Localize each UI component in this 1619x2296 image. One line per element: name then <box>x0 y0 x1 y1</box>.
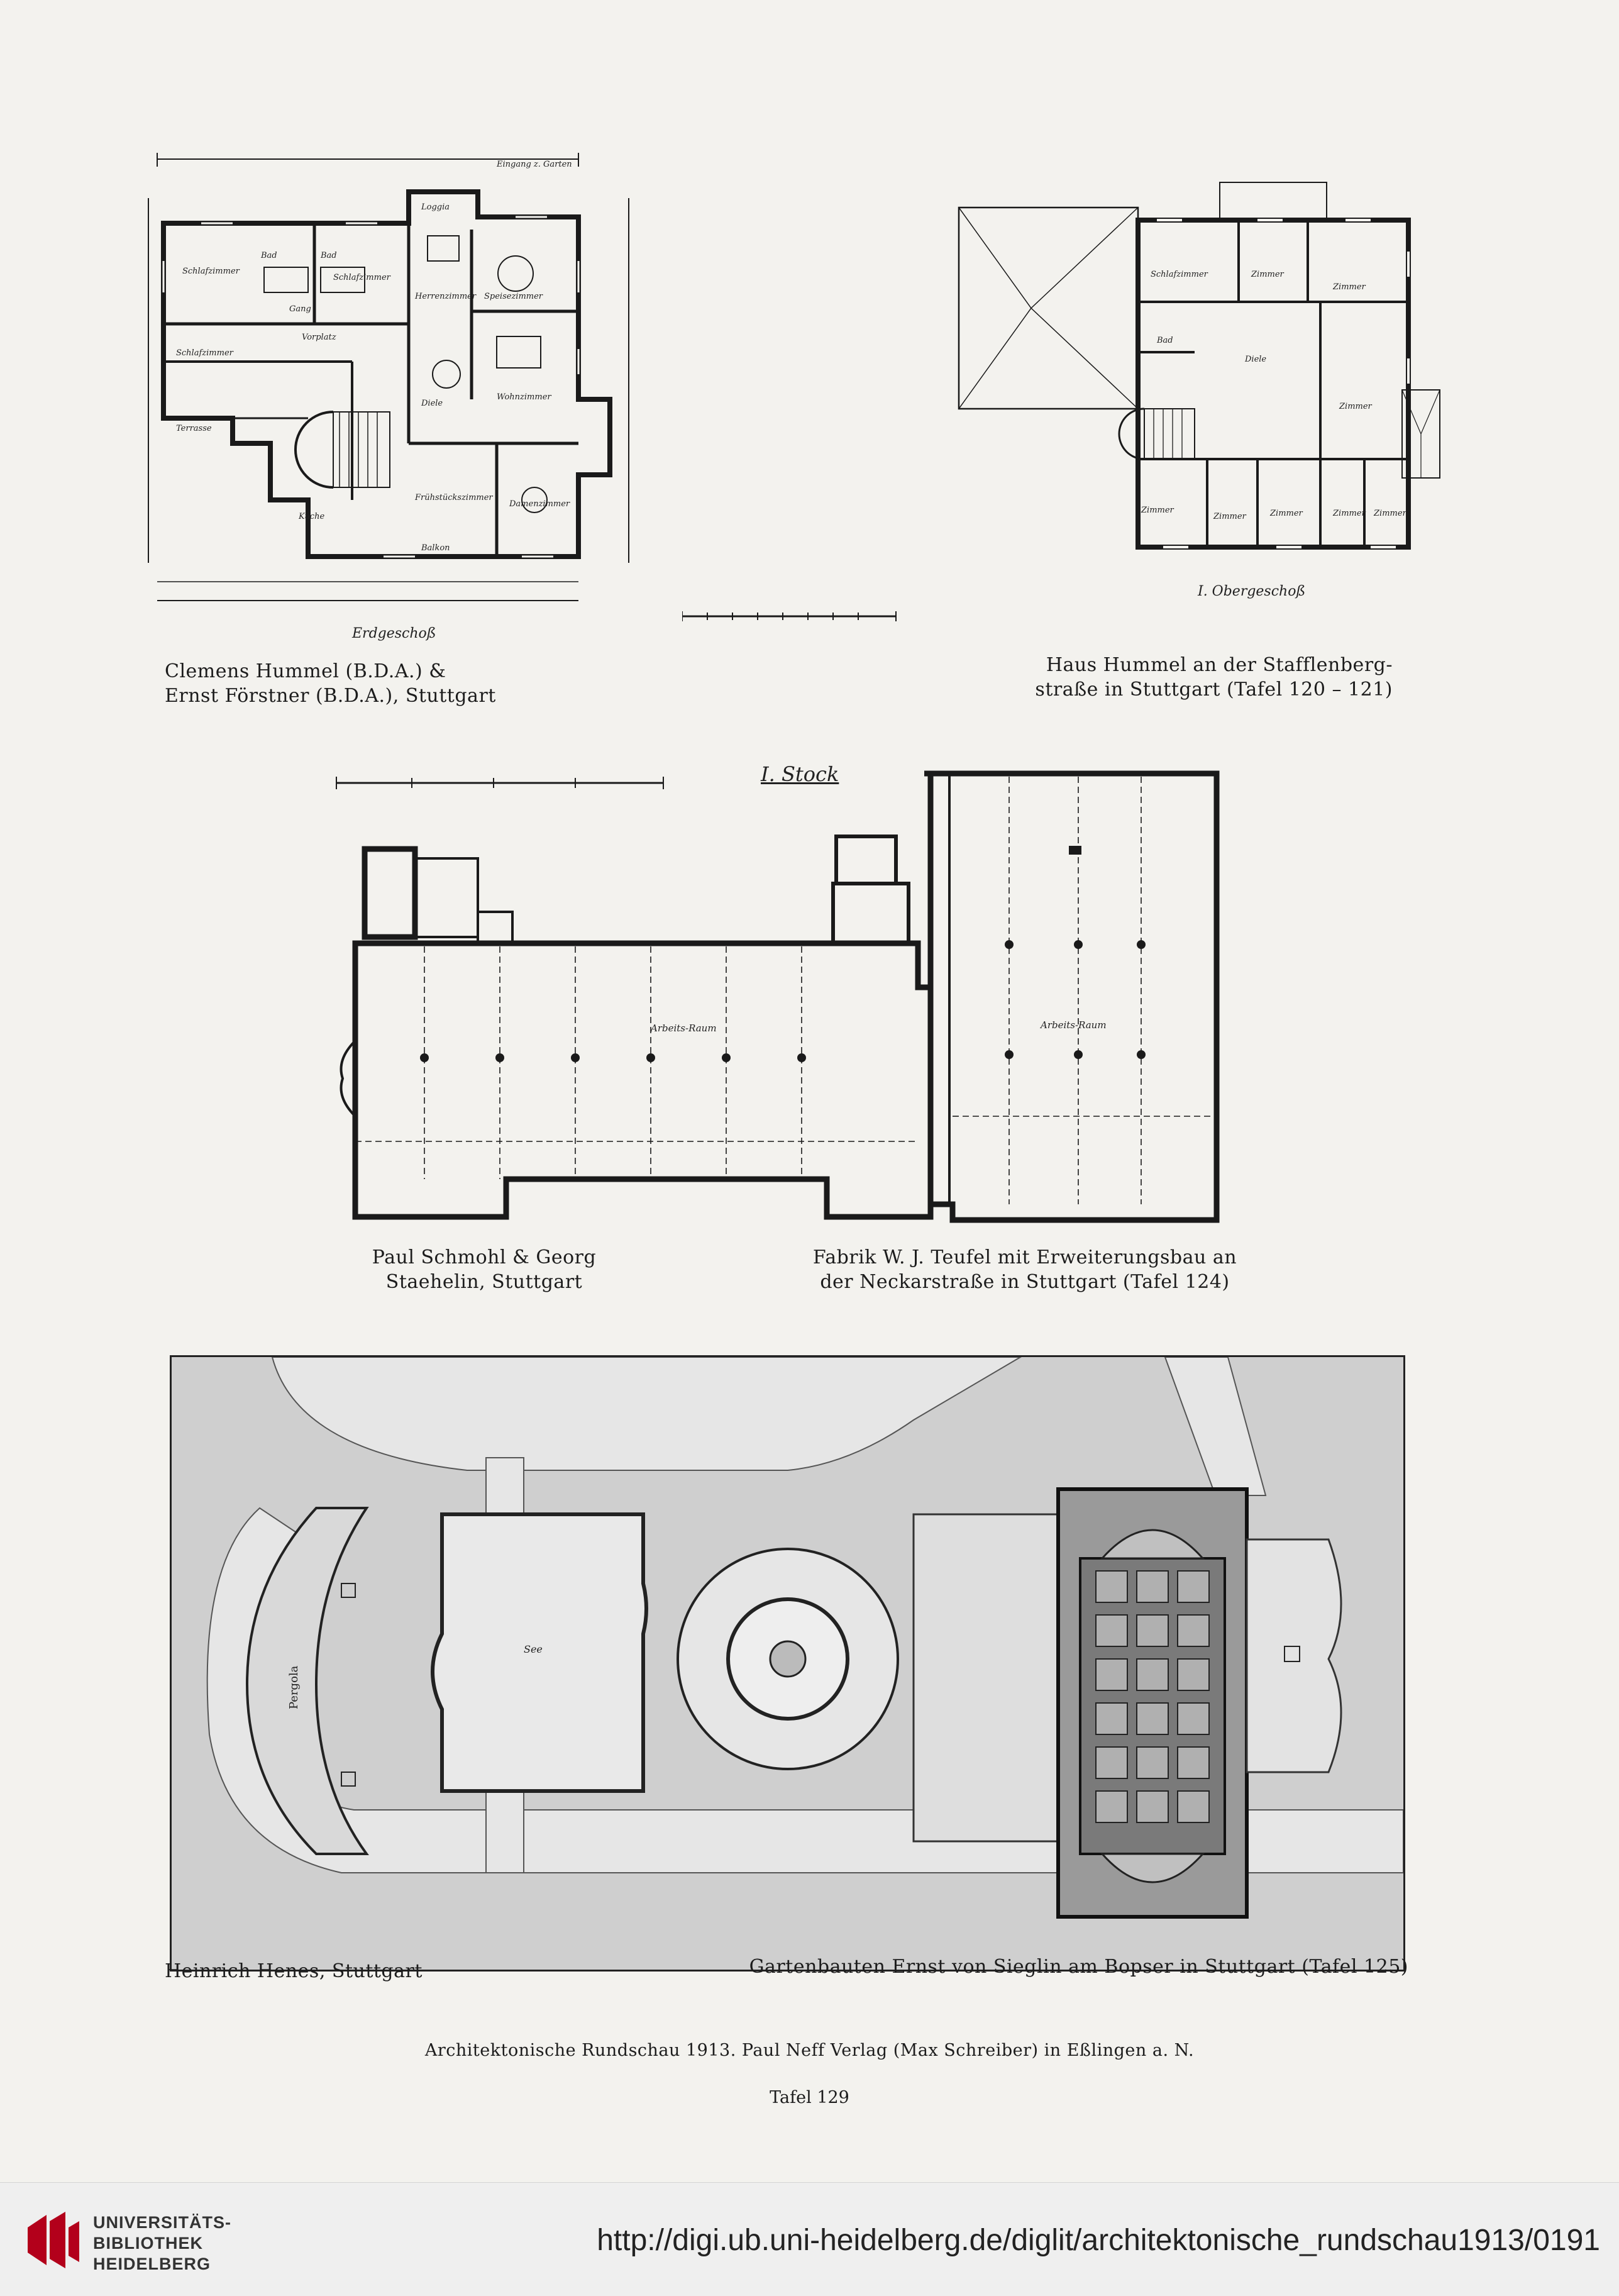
caption-schmohl-staehelin: Paul Schmohl & Georg Staehelin, Stuttgar… <box>372 1246 597 1293</box>
room-label: Schlafzimmer <box>333 273 391 282</box>
room-label: Speisezimmer <box>484 292 543 301</box>
room-label: Diele <box>421 399 443 408</box>
pond-label: See <box>524 1643 543 1655</box>
room-label: Zimmer <box>1269 509 1303 518</box>
room-label: Zimmer <box>1373 509 1407 518</box>
room-label: Bad <box>260 251 277 260</box>
room-label: Eingang z. Garten <box>496 160 572 169</box>
room-label: Schlafzimmer <box>176 348 234 358</box>
room-label: Zimmer <box>1141 506 1174 515</box>
upper-floor-plan: Schlafzimmer Zimmer Zimmer Bad Diele Zim… <box>958 182 1440 550</box>
factory-floor-plan: Arbeits-Raum Arbeits-Raum <box>336 770 1220 1223</box>
caption-haus-hummel: Haus Hummel an der Stafflenberg- straße … <box>1035 654 1393 701</box>
room-label: Loggia <box>421 202 450 212</box>
plate-number: Tafel 129 <box>770 2088 849 2107</box>
room-label: Bad <box>320 251 337 260</box>
room-label: Terrasse <box>176 424 212 433</box>
publisher-line: Architektonische Rundschau 1913. Paul Ne… <box>424 2041 1195 2060</box>
library-logo-icon <box>28 2212 79 2268</box>
room-label: Vorplatz <box>302 333 336 342</box>
library-name: UNIVERSITÄTS- BIBLIOTHEK HEIDELBERG <box>93 2213 232 2273</box>
room-label: Balkon <box>421 543 450 553</box>
caption-sieglin-gardens: Gartenbauten Ernst von Sieglin am Bopser… <box>749 1956 1408 1978</box>
room-label: Arbeits-Raum <box>649 1023 717 1034</box>
garden-site-plan: Pergola See <box>170 1355 1405 1972</box>
room-label: Bad <box>1156 336 1173 345</box>
permalink-url[interactable]: http://digi.ub.uni-heidelberg.de/diglit/… <box>597 2224 1600 2257</box>
room-label: Damenzimmer <box>509 499 570 509</box>
ground-floor-plan: Schlafzimmer Bad Bad Schlafzimmer Gang V… <box>148 153 629 601</box>
scale-bar <box>682 611 897 621</box>
room-label: Schlafzimmer <box>1151 270 1208 279</box>
floor-label: I. Stock <box>761 762 839 786</box>
room-label: Zimmer <box>1332 509 1366 518</box>
pergola-label: Pergola <box>287 1665 301 1709</box>
room-label: Zimmer <box>1213 512 1247 521</box>
room-label: Herrenzimmer <box>414 292 477 301</box>
floor-label: Erdgeschoß <box>352 626 436 641</box>
floor-label: I. Obergeschoß <box>1198 584 1306 599</box>
scanned-plate-page: Schlafzimmer Bad Bad Schlafzimmer Gang V… <box>0 0 1619 2182</box>
room-label: Frühstückszimmer <box>414 493 493 502</box>
room-label: Gang <box>289 304 311 314</box>
room-label: Zimmer <box>1339 402 1373 411</box>
caption-architects-hummel: Clemens Hummel (B.D.A.) & Ernst Förstner… <box>165 660 496 707</box>
room-label: Zimmer <box>1332 282 1366 292</box>
room-label: Zimmer <box>1251 270 1285 279</box>
room-label: Diele <box>1244 355 1266 364</box>
room-label: Wohnzimmer <box>497 392 551 402</box>
library-footer-bar <box>0 2182 1619 2296</box>
room-label: Arbeits-Raum <box>1039 1019 1107 1031</box>
caption-henes: Heinrich Henes, Stuttgart <box>165 1960 423 1982</box>
room-label: Küche <box>298 512 324 521</box>
room-label: Schlafzimmer <box>182 267 240 276</box>
caption-fabrik-teufel: Fabrik W. J. Teufel mit Erweiterungsbau … <box>812 1246 1237 1293</box>
